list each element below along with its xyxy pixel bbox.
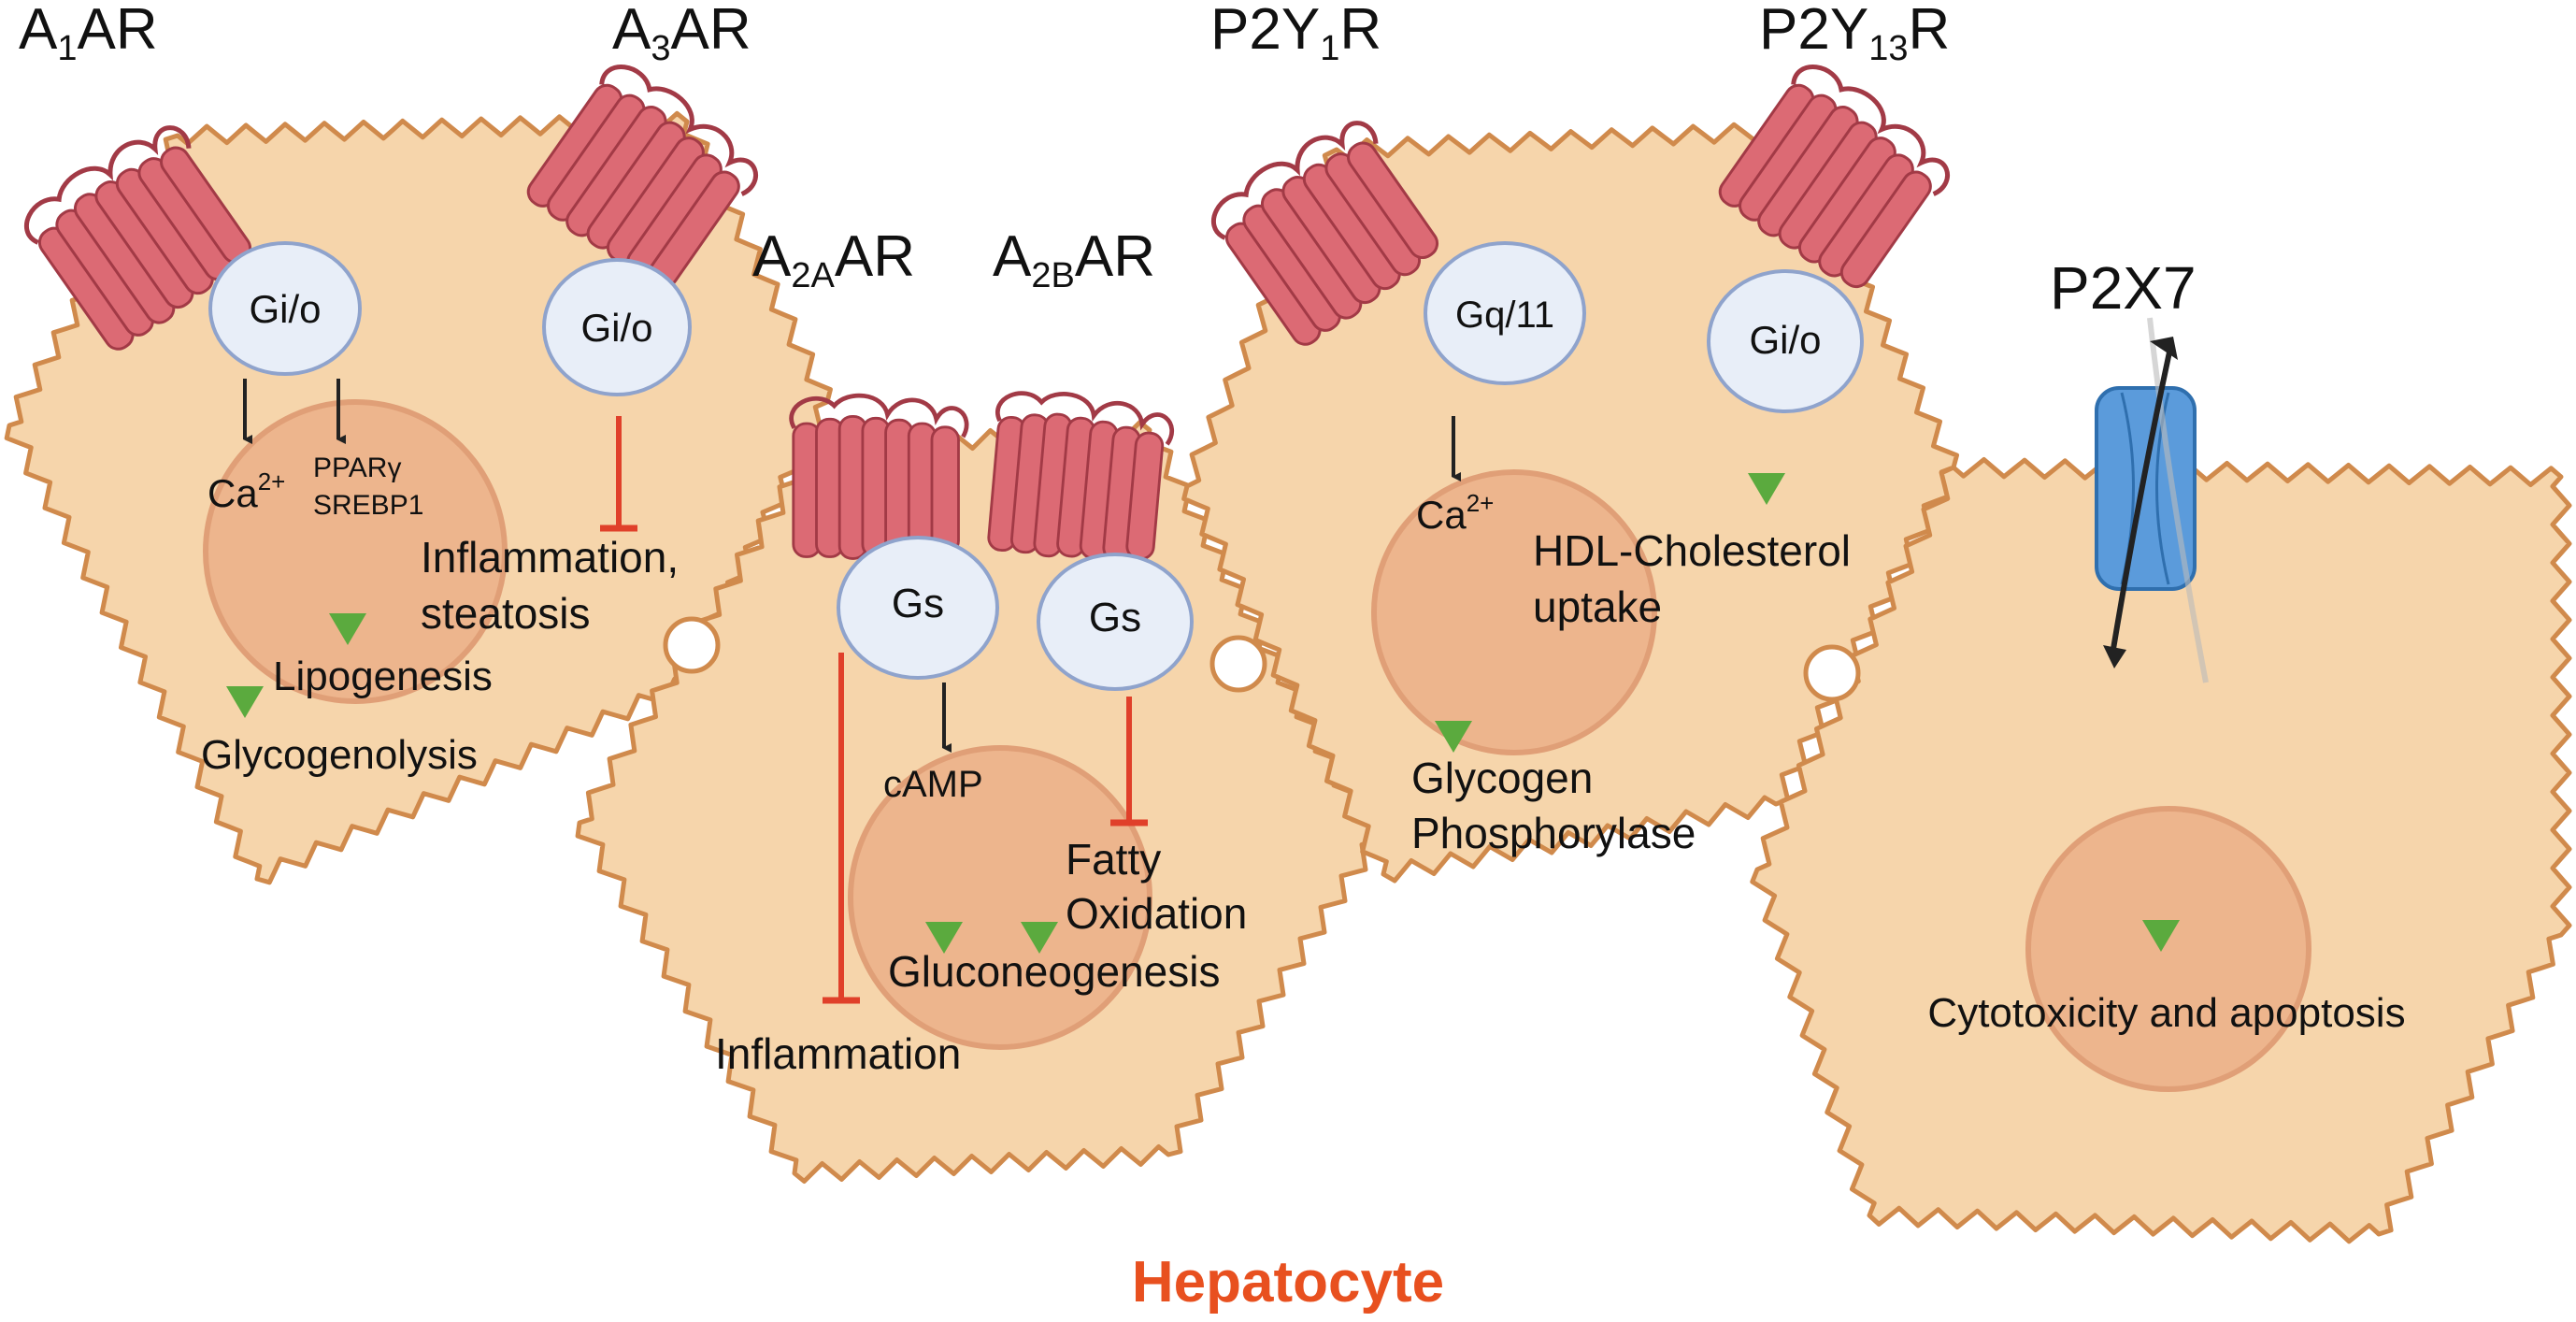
g-protein-5 [1424,241,1586,385]
label-hdl-1: HDL-Cholesterol [1533,526,1851,575]
p2x7-channel [2095,317,2209,683]
label-gluconeogenesis: Gluconeogenesis [888,947,1220,996]
p2x7-ion-flow [2110,347,2173,655]
p2x7-arrow-up-head [2150,337,2178,360]
receptor-label-a1: A1AR [19,0,158,68]
label-inflammation-steatosis-1: Inflammation, [421,533,679,582]
p2x7-arrow-down-head [2103,645,2126,668]
label-inflammation-steatosis-2: steatosis [421,589,591,638]
receptor-label-a3: A3AR [612,0,751,68]
receptor-layer [16,55,2209,691]
label-glycogen-2: Phosphorylase [1411,809,1696,857]
arrow-layer [226,379,2180,1004]
nucleus-1 [203,399,508,704]
label-glycogen-1: Glycogen [1411,754,1593,802]
nucleus-layer [203,399,2311,1092]
nucleus-2 [848,745,1152,1050]
gprotein-label-a2b: Gs [1089,595,1141,640]
figure-title: Hepatocyte [1132,1250,1444,1315]
receptor-label-a2b: A2BAR [993,224,1155,295]
label-inflammation: Inflammation [715,1029,961,1078]
g-protein-2 [542,258,692,396]
p2x7-pore [2095,386,2197,591]
receptor-label-p2x7: P2X7 [2050,254,2197,322]
gprotein-label-a3: Gi/o [580,306,652,350]
label-hdl-2: uptake [1533,582,1662,631]
cell-gap-1 [663,616,721,674]
label-fatty-2: Oxidation [1066,889,1247,938]
nucleus-4 [2025,806,2311,1092]
gprotein-label-p2y1: Gq/11 [1455,295,1554,336]
cell-gap-2 [1209,635,1267,693]
inhibit-a2b-fatty-oxidation [1110,697,1148,826]
gprotein-label-p2y13: Gi/o [1749,318,1821,362]
receptor-label-a2a: A2AAR [752,224,915,295]
arrow-srebp-to-lipogenesis [329,524,366,645]
inhibit-a3-inflammation [600,416,637,532]
label-lipogenesis: Lipogenesis [273,654,493,699]
label-cytotoxicity: Cytotoxicity and apoptosis [1927,990,2405,1036]
arrow-camp-to-gluconeogenesis [925,818,963,954]
label-fatty-1: Fatty [1066,835,1161,884]
g-protein-1 [208,241,362,376]
gprotein-label-a1: Gi/o [249,287,321,331]
arrow-ca-to-glycogen [1435,542,1472,753]
label-camp: cAMP [883,764,983,805]
g-protein-3 [837,536,999,680]
gprotein-label-a2a: Gs [892,581,944,626]
cell-gap-3 [1803,644,1861,702]
label-ca-a1: Ca2+ [208,467,285,515]
receptor-a2b [985,388,1174,566]
g-protein-6 [1707,269,1864,413]
receptor-label-p2y1: P2Y1R [1210,0,1381,68]
label-srebp1: SREBP1 [313,490,423,521]
label-glycogenolysis: Glycogenolysis [201,732,478,778]
g-protein-4 [1037,553,1194,691]
inhibit-a2a-inflammation [823,653,860,1004]
arrow-ca-to-glycogenolysis [226,519,264,718]
arrow-gio-to-hdl [1748,411,1785,505]
label-ca-p2y1: Ca2+ [1416,489,1494,537]
nucleus-3 [1371,469,1657,755]
receptor-label-p2y13: P2Y13R [1759,0,1950,68]
label-ppar: PPARγ [313,453,401,483]
arrow-p2x7-to-apoptosis [2142,692,2180,952]
arrow-a2b-to-gluconeogenesis [1021,692,1058,954]
